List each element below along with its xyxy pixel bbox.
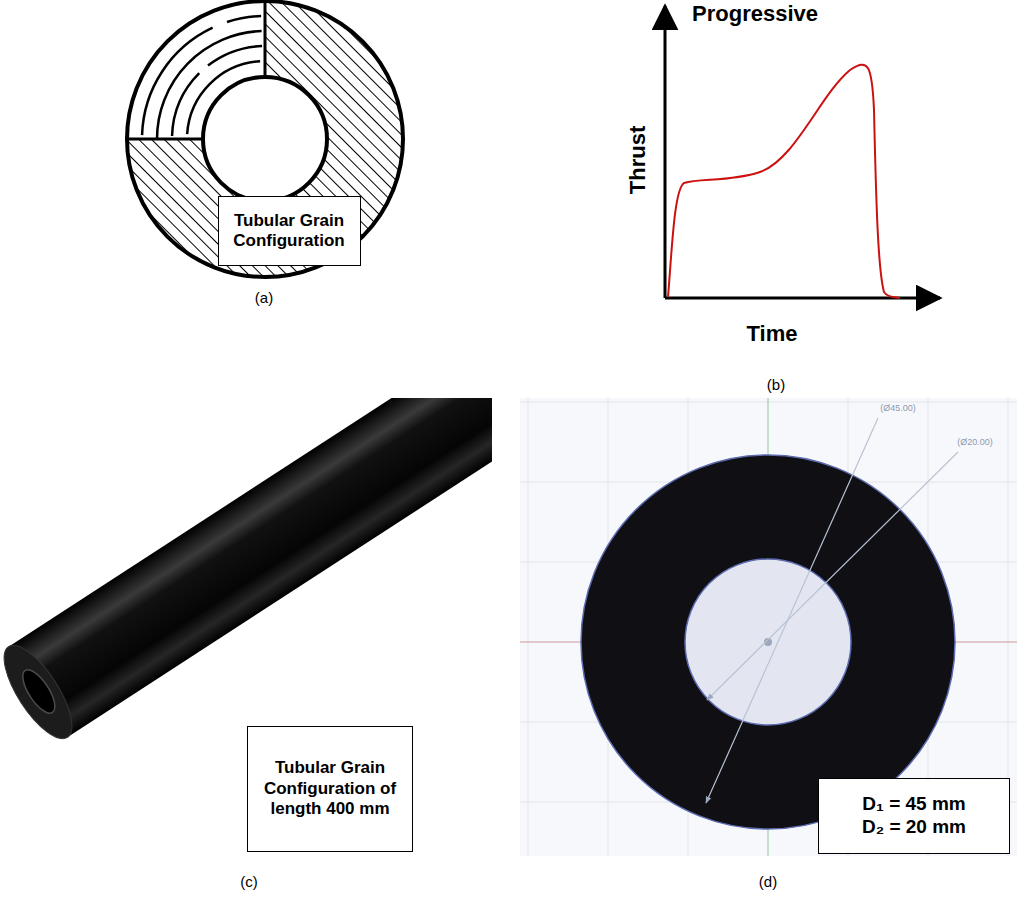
panel-label: (b) [767,376,785,393]
caption-box: Tubular Grain Configuration [218,196,361,266]
caption-box: Tubular Grain Configuration of length 40… [247,726,413,852]
thrust-plot [665,6,940,298]
grain-cross-section [127,1,403,277]
panel-label: (c) [240,873,258,890]
axis-label: Time [747,321,798,347]
box-text: D₂ = 20 mm [862,816,966,839]
panel-label: (a) [255,289,273,306]
dimension-text: (Ø45.00) [880,403,916,413]
box-text: Tubular Grain Configuration of length 40… [258,758,402,819]
dimension-text: (Ø20.00) [957,437,993,447]
box-text: D₁ = 45 mm [862,793,965,816]
axis-label: Thrust [625,126,651,194]
cad-section [520,398,1017,856]
box-text: Tubular Grain Configuration [229,211,350,252]
tube-render [0,398,492,748]
panel-label: (d) [759,873,777,890]
plot-title: Progressive [692,1,818,27]
dimension-box: D₁ = 45 mmD₂ = 20 mm [818,778,1010,854]
